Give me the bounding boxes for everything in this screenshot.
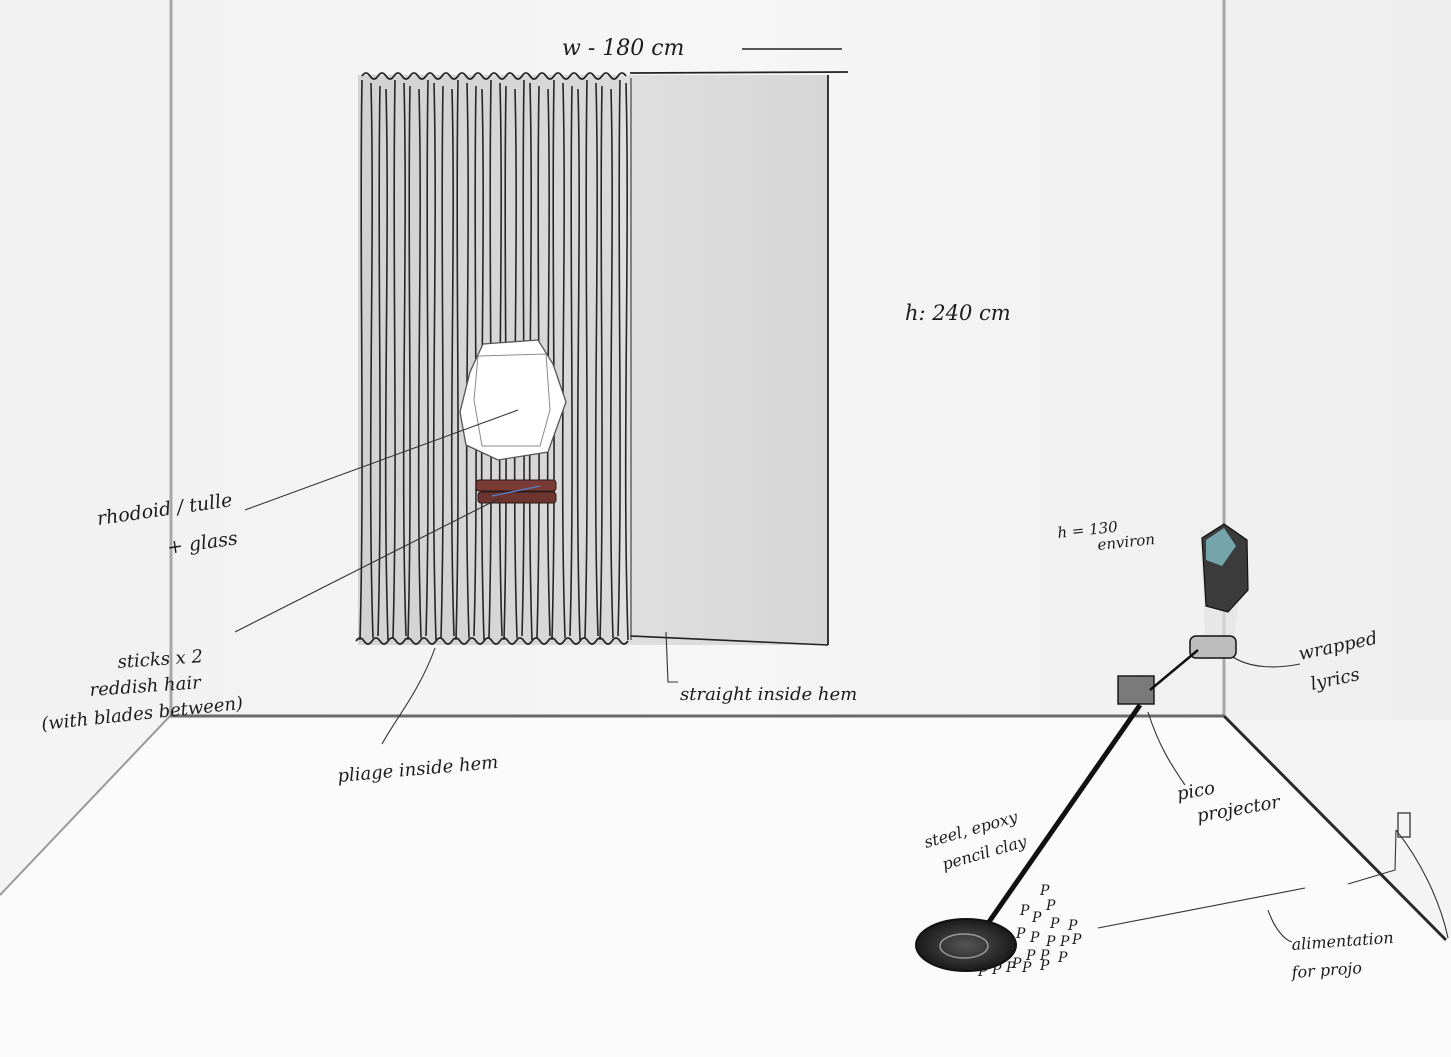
- p-mark: P: [1029, 930, 1040, 946]
- floor: [0, 716, 1451, 1057]
- height-label: h: 240 cm: [905, 301, 1011, 325]
- p-mark: P: [977, 964, 988, 980]
- p-mark: P: [1059, 934, 1070, 950]
- p-mark: P: [1031, 910, 1042, 926]
- pico-projector-body: [1118, 676, 1154, 704]
- curtain: [356, 72, 848, 645]
- p-mark: P: [1021, 960, 1032, 976]
- width-label: w - 180 cm: [562, 36, 684, 61]
- p-mark: P: [1045, 898, 1056, 914]
- p-mark: P: [1071, 932, 1082, 948]
- reddish-sticks: [476, 480, 556, 503]
- p-mark: P: [1057, 950, 1068, 966]
- lyrics-holder: [1190, 636, 1236, 658]
- curtain-top-edge-straight: [630, 72, 848, 73]
- p-mark: P: [1019, 903, 1030, 919]
- p-mark: P: [1049, 916, 1060, 932]
- p-mark: P: [1015, 926, 1026, 942]
- p-mark: P: [1039, 958, 1050, 974]
- stick-upper: [476, 480, 556, 491]
- p-mark: P: [1005, 960, 1016, 976]
- p-mark: P: [1039, 883, 1050, 899]
- power-plug: [1398, 813, 1410, 837]
- p-mark: P: [991, 962, 1002, 978]
- stick-lower: [478, 492, 556, 503]
- straight-label: straight inside hem: [680, 684, 857, 705]
